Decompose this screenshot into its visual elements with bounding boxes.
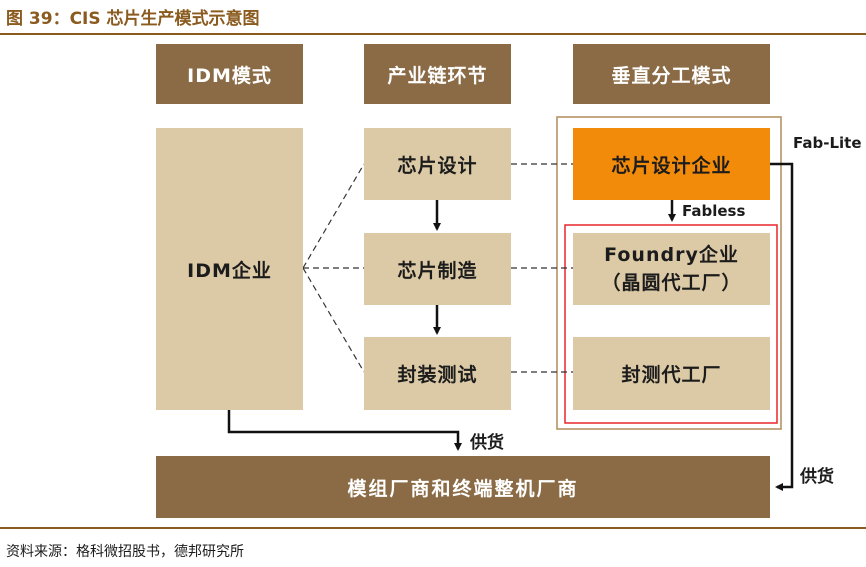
supply-left-label: 供货: [470, 433, 504, 453]
header-vertical-model: 垂直分工模式: [573, 44, 770, 104]
fab-lite-label: Fab-Lite: [793, 134, 862, 152]
foundry-line2: （晶圆代工厂）: [601, 272, 742, 294]
supply-right-label: 供货: [800, 467, 834, 487]
bottom-rule: [0, 527, 866, 529]
chain-packaging: 封装测试: [364, 337, 511, 410]
dash-idm-packaging: [302, 267, 365, 373]
chain-manufacture: 芯片制造: [364, 233, 511, 305]
dash-idm-design: [302, 163, 365, 269]
idm-enterprise: IDM企业: [156, 128, 303, 410]
source-note: 资料来源：格科微招股书，德邦研究所: [6, 544, 244, 560]
fabless-label: Fabless: [682, 202, 746, 220]
foundry-group-border: [564, 224, 778, 424]
chain-design: 芯片设计: [364, 128, 511, 200]
osat-company: 封测代工厂: [573, 337, 770, 410]
figure-title: 图 39：CIS 芯片生产模式示意图: [6, 9, 260, 29]
header-chain: 产业链环节: [364, 44, 511, 104]
title-rule: [0, 33, 866, 35]
downstream-customers: 模组厂商和终端整机厂商: [156, 456, 770, 518]
foundry-line1: Foundry企业: [604, 244, 739, 266]
foundry-company: Foundry企业 （晶圆代工厂）: [573, 233, 770, 305]
arrow-supply-left: [227, 410, 462, 451]
fab-lite-outline: [556, 116, 782, 430]
arrow-supply-right: [770, 162, 794, 491]
design-company: 芯片设计企业: [573, 128, 770, 200]
header-idm-model: IDM模式: [156, 44, 303, 104]
